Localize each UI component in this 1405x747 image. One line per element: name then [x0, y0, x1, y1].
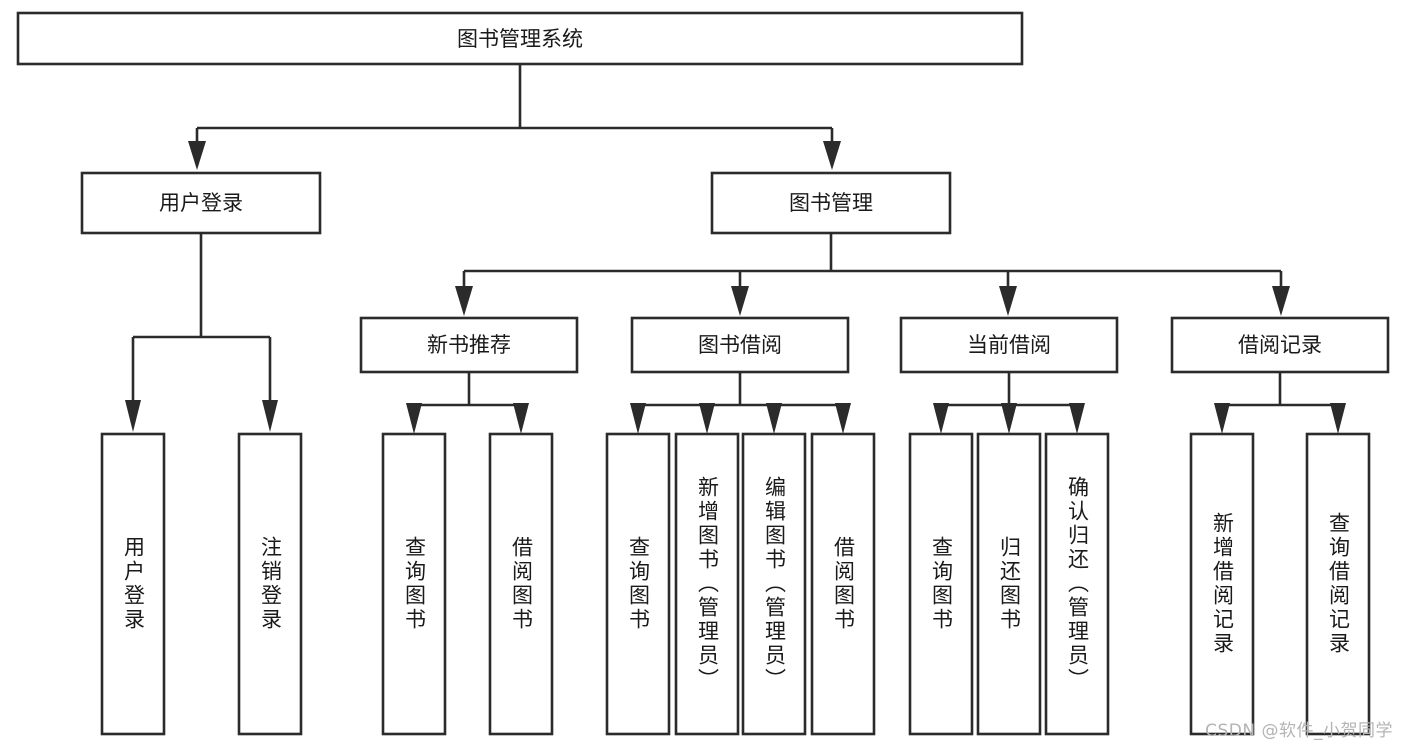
csdn-watermark: CSDN @软件_小贺同学 — [1205, 721, 1393, 741]
arrowhead-newbook-leaf-1 — [406, 403, 422, 434]
leaf-box-query-book-1[interactable] — [381, 432, 447, 736]
arrowhead-to-userlogin — [188, 141, 206, 170]
arrowhead-currentborrow-leaf-3 — [1069, 403, 1085, 434]
node-new-book-recommend-label: 新书推荐 — [427, 333, 511, 357]
node-root-label: 图书管理系统 — [457, 27, 583, 51]
node-new-book-recommend-box[interactable] — [359, 316, 579, 374]
node-book-management-label: 图书管理 — [789, 191, 873, 215]
arrowhead-borrowrecord-leaf-2 — [1330, 403, 1346, 434]
arrowhead-currentborrow-leaf-1 — [933, 403, 949, 434]
leaf-box-confirm-return[interactable] — [1044, 432, 1110, 736]
node-book-borrow-box[interactable] — [630, 316, 850, 374]
leaf-box-add-borrow-record[interactable] — [1189, 432, 1255, 736]
arrowhead-bookborrow-leaf-2 — [699, 403, 715, 434]
arrowhead-bookborrow-leaf-4 — [835, 403, 851, 434]
leaf-box-borrow-book-1[interactable] — [488, 432, 554, 736]
node-current-borrow-label: 当前借阅 — [967, 333, 1051, 357]
arrowhead-to-book-borrow — [731, 286, 749, 316]
leaf-box-query-book-2[interactable] — [605, 432, 671, 736]
leaf-box-add-book[interactable] — [674, 432, 740, 736]
arrowhead-bookborrow-leaf-3 — [766, 403, 782, 434]
arrowhead-currentborrow-leaf-2 — [1001, 403, 1017, 434]
arrowhead-to-current-borrow — [999, 286, 1017, 316]
node-borrow-record-label: 借阅记录 — [1238, 333, 1322, 357]
node-book-borrow-label: 图书借阅 — [698, 333, 782, 357]
node-root-box[interactable] — [16, 11, 1024, 66]
leaf-box-return-book[interactable] — [976, 432, 1042, 736]
arrowhead-to-borrow-record — [1272, 286, 1290, 316]
node-current-borrow-box[interactable] — [899, 316, 1119, 374]
leaf-box-logout[interactable] — [237, 432, 303, 736]
leaf-box-user-login[interactable] — [100, 432, 166, 736]
arrowhead-userlogin-leaf-1 — [125, 400, 141, 432]
node-book-management-box[interactable] — [710, 171, 952, 235]
leaf-box-query-borrow-record[interactable] — [1305, 432, 1371, 736]
node-borrow-record-box[interactable] — [1170, 316, 1390, 374]
arrowhead-newbook-leaf-2 — [513, 403, 529, 434]
leaf-box-edit-book[interactable] — [741, 432, 807, 736]
leaf-box-query-book-3[interactable] — [908, 432, 974, 736]
leaf-box-borrow-book-2[interactable] — [810, 432, 876, 736]
arrowhead-to-bookmgmt — [823, 141, 841, 170]
arrowhead-to-new-book — [455, 286, 473, 316]
arrowhead-borrowrecord-leaf-1 — [1214, 403, 1230, 434]
arrowhead-bookborrow-leaf-1 — [630, 403, 646, 434]
node-user-login-label: 用户登录 — [159, 191, 243, 215]
arrowhead-userlogin-leaf-2 — [262, 400, 278, 432]
